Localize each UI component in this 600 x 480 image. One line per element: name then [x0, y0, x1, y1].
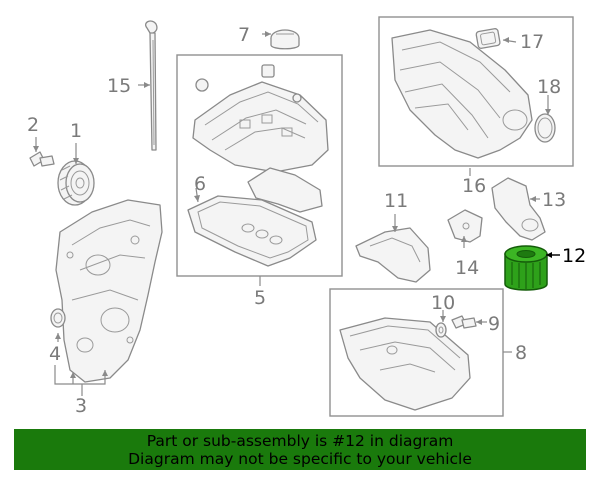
- intake-manifold-part[interactable]: [391, 29, 533, 159]
- callout-9: 9: [488, 313, 500, 335]
- callout-3: 3: [75, 395, 87, 417]
- callout-16: 16: [462, 175, 486, 197]
- crank-pulley-part[interactable]: [57, 160, 95, 206]
- callout-1: 1: [70, 120, 82, 142]
- banner-line-1: Part or sub-assembly is #12 in diagram: [146, 431, 454, 450]
- throttle-gasket-part[interactable]: [475, 28, 501, 49]
- dipstick-part[interactable]: [145, 20, 158, 151]
- oil-filler-cap-part[interactable]: [270, 29, 300, 50]
- callout-12: 12: [562, 245, 586, 267]
- crank-bolt-part[interactable]: [29, 151, 55, 167]
- banner-line-2: Diagram may not be specific to your vehi…: [128, 449, 472, 468]
- callout-4: 4: [49, 343, 61, 365]
- callout-17: 17: [520, 31, 544, 53]
- valve-cover-bolts-part[interactable]: [195, 64, 302, 103]
- drain-washer-part[interactable]: [435, 322, 447, 338]
- callout-18: 18: [537, 76, 561, 98]
- timing-cover-part[interactable]: [55, 199, 163, 383]
- callout-10: 10: [431, 292, 455, 314]
- mount-bracket-part[interactable]: [447, 209, 483, 243]
- callout-13: 13: [542, 189, 566, 211]
- engine-bracket-part[interactable]: [355, 227, 431, 283]
- callout-2: 2: [27, 114, 39, 136]
- callout-7: 7: [238, 24, 250, 46]
- callout-15: 15: [107, 75, 131, 97]
- drain-plug-part[interactable]: [451, 315, 477, 329]
- oil-filter-housing-part[interactable]: [491, 177, 546, 241]
- intake-manifold-group-box: [378, 16, 574, 167]
- info-banner: Part or sub-assembly is #12 in diagram D…: [14, 429, 586, 470]
- front-seal-part[interactable]: [50, 308, 66, 328]
- oil-filter-part[interactable]: [504, 245, 548, 291]
- callout-8: 8: [515, 342, 527, 364]
- callout-14: 14: [455, 257, 479, 279]
- oil-pan-part[interactable]: [339, 317, 471, 411]
- callout-5: 5: [254, 287, 266, 309]
- valve-cover-part[interactable]: [192, 81, 329, 173]
- valve-cover-gasket-part[interactable]: [187, 195, 317, 267]
- arrowheads: [33, 31, 551, 378]
- callout-6: 6: [194, 173, 206, 195]
- callout-11: 11: [384, 190, 408, 212]
